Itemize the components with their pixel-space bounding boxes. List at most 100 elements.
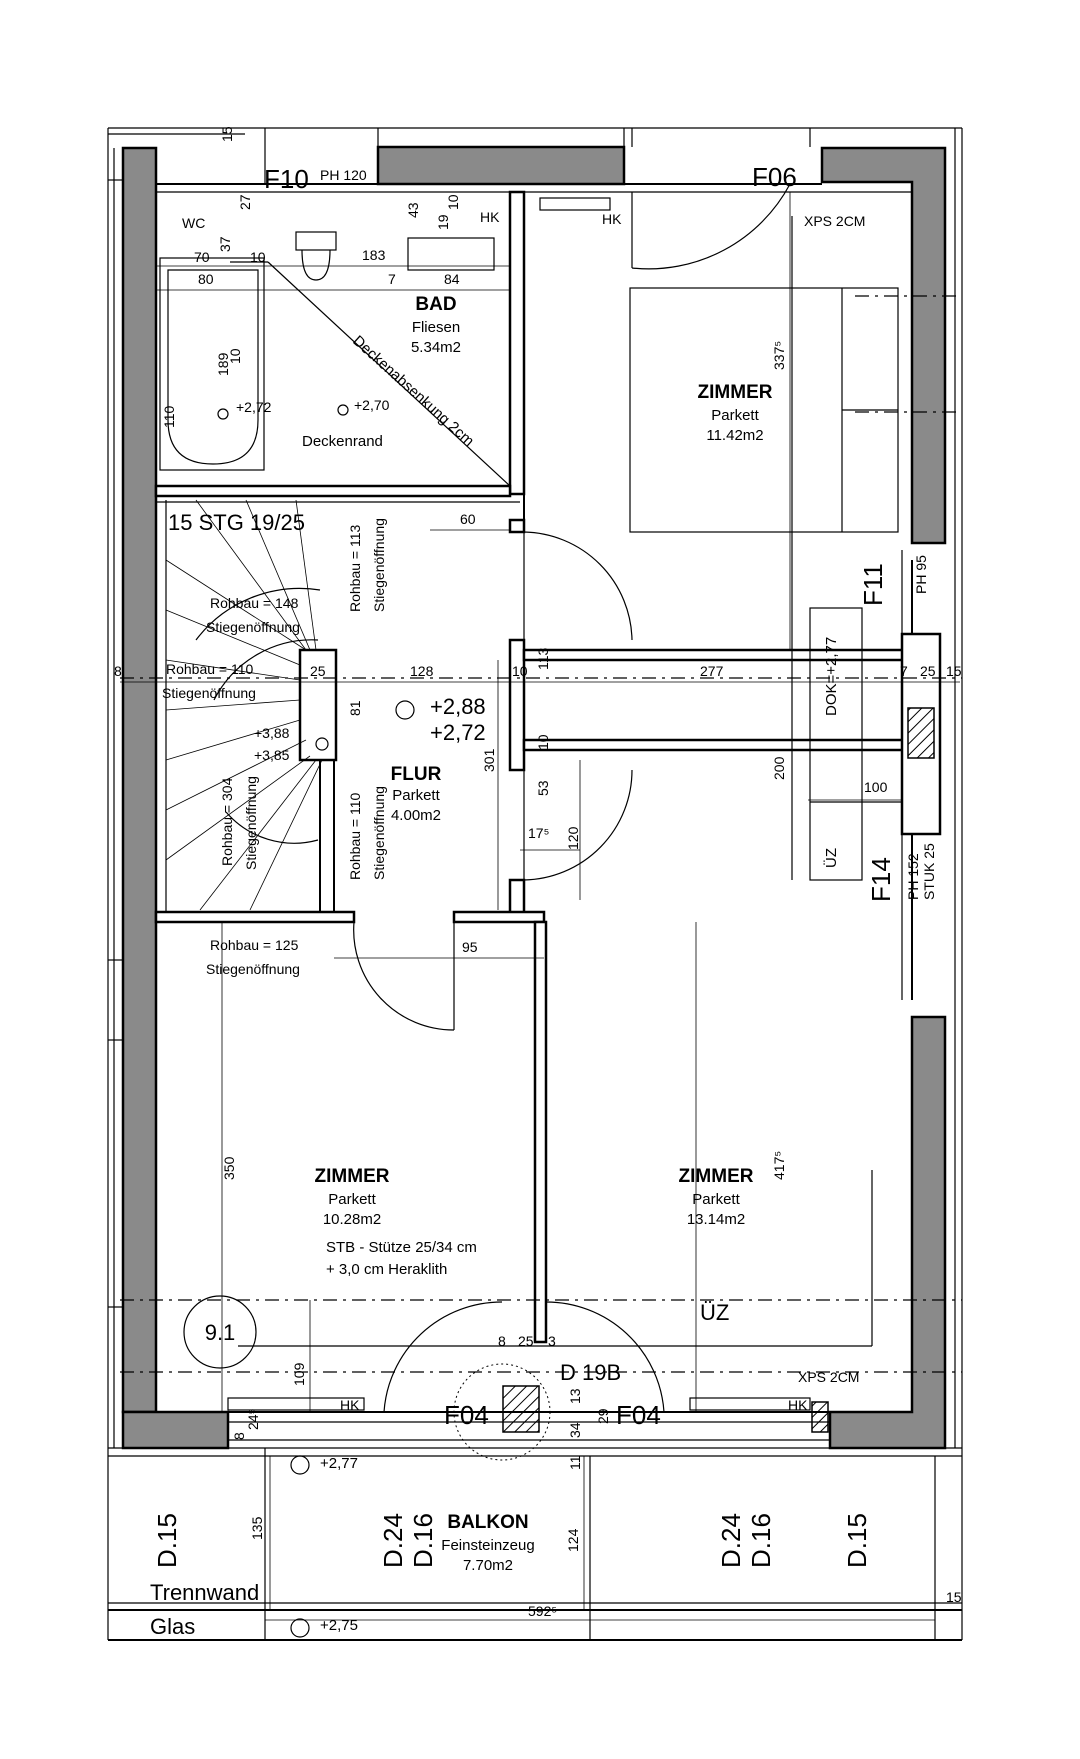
svg-text:PH 152: PH 152: [905, 853, 921, 900]
svg-text:ÜZ: ÜZ: [822, 848, 840, 868]
svg-text:7: 7: [900, 663, 908, 679]
svg-text:XPS 2CM: XPS 2CM: [804, 213, 865, 229]
svg-text:95: 95: [462, 939, 478, 955]
svg-text:337⁵: 337⁵: [771, 341, 787, 370]
svg-text:Feinsteinzeug: Feinsteinzeug: [441, 1537, 534, 1554]
svg-text:+ 3,0 cm Heraklith: + 3,0 cm Heraklith: [326, 1261, 447, 1278]
svg-text:HK: HK: [340, 1397, 360, 1413]
svg-text:Stiegenöffnung: Stiegenöffnung: [206, 961, 300, 977]
svg-text:D.24: D.24: [716, 1513, 746, 1568]
dimension-lines: [120, 192, 960, 1621]
svg-text:Stiegenöffnung: Stiegenöffnung: [371, 786, 387, 880]
svg-text:HK: HK: [602, 211, 622, 227]
svg-text:350: 350: [221, 1156, 237, 1180]
svg-text:D.15: D.15: [152, 1513, 182, 1568]
svg-text:301: 301: [481, 748, 497, 772]
svg-text:Rohbau = 110: Rohbau = 110: [166, 661, 254, 677]
top-right-corner-wall: [820, 146, 947, 545]
doors: [353, 183, 791, 1461]
svg-text:53: 53: [535, 780, 551, 796]
svg-text:Deckenrand: Deckenrand: [302, 433, 383, 450]
interior-walls: [154, 183, 942, 1441]
label-f06: F06: [752, 162, 797, 192]
svg-text:XPS 2CM: XPS 2CM: [798, 1369, 859, 1385]
svg-text:Rohbau = 304: Rohbau = 304: [219, 777, 235, 866]
svg-text:+2,72: +2,72: [236, 399, 272, 415]
svg-text:100: 100: [864, 779, 888, 795]
svg-text:D 19B: D 19B: [560, 1360, 621, 1385]
svg-text:Parkett: Parkett: [692, 1191, 740, 1208]
svg-text:11.42m2: 11.42m2: [706, 427, 763, 444]
svg-text:BALKON: BALKON: [447, 1512, 528, 1533]
room-bad: BAD Fliesen 5.34m2: [411, 294, 461, 356]
svg-text:Parkett: Parkett: [392, 787, 440, 804]
svg-text:Stiegenöffnung: Stiegenöffnung: [162, 685, 256, 701]
svg-text:15 STG 19/25: 15 STG 19/25: [168, 510, 305, 535]
svg-text:+3,88: +3,88: [254, 725, 290, 741]
svg-text:10: 10: [512, 663, 528, 679]
svg-text:60: 60: [460, 511, 476, 527]
svg-text:10: 10: [535, 734, 551, 750]
svg-text:D.24: D.24: [378, 1513, 408, 1568]
svg-text:24⁵: 24⁵: [245, 1409, 261, 1430]
svg-text:HK: HK: [480, 209, 500, 225]
svg-text:4.00m2: 4.00m2: [391, 807, 441, 824]
svg-text:FLUR: FLUR: [391, 764, 442, 785]
svg-text:43: 43: [405, 202, 421, 218]
svg-text:8: 8: [114, 663, 122, 679]
room-zimmer-3: ZIMMER Parkett 13.14m2: [679, 1166, 754, 1228]
dimension-labels: 15 27 37 70 10 183 43 19 10 7 84 80 189 …: [114, 126, 962, 1619]
svg-text:25: 25: [518, 1333, 534, 1349]
svg-text:+2,88: +2,88: [430, 694, 486, 719]
svg-text:10.28m2: 10.28m2: [323, 1211, 381, 1228]
svg-text:DOK=+2,77: DOK=+2,77: [823, 637, 840, 716]
svg-text:Parkett: Parkett: [328, 1191, 376, 1208]
svg-text:ÜZ: ÜZ: [700, 1300, 729, 1325]
svg-text:15: 15: [219, 126, 235, 142]
svg-text:592⁵: 592⁵: [528, 1603, 557, 1619]
svg-text:34: 34: [567, 1422, 583, 1438]
plan-labels: F10 PH 120 F06 XPS 2CM XPS 2CM HK HK HK …: [150, 162, 937, 1639]
svg-text:135: 135: [249, 1516, 265, 1540]
svg-text:Rohbau = 110: Rohbau = 110: [347, 792, 363, 880]
svg-text:+2,77: +2,77: [320, 1455, 358, 1472]
svg-text:15: 15: [946, 1589, 962, 1605]
column-stuetze: [502, 1385, 540, 1433]
svg-text:BAD: BAD: [415, 294, 456, 315]
room-zimmer-2: ZIMMER Parkett 10.28m2: [315, 1166, 390, 1228]
svg-text:+2,70: +2,70: [354, 397, 390, 413]
svg-text:Rohbau = 125: Rohbau = 125: [210, 937, 299, 953]
svg-text:13.14m2: 13.14m2: [687, 1211, 745, 1228]
svg-text:Parkett: Parkett: [711, 407, 759, 424]
svg-text:11: 11: [567, 1455, 583, 1470]
svg-text:Rohbau = 148: Rohbau = 148: [210, 595, 299, 611]
svg-text:8: 8: [498, 1333, 506, 1349]
svg-text:+2,75: +2,75: [320, 1617, 358, 1634]
svg-text:ZIMMER: ZIMMER: [698, 382, 773, 403]
svg-text:15: 15: [946, 663, 962, 679]
svg-text:F11: F11: [858, 563, 888, 606]
svg-text:25: 25: [310, 663, 326, 679]
bottom-left-wall: [121, 1410, 230, 1450]
svg-text:STUK 25: STUK 25: [921, 843, 937, 900]
left-wall: [121, 146, 158, 1414]
svg-text:19: 19: [435, 214, 451, 230]
room-balkon: BALKON Feinsteinzeug 7.70m2: [441, 1512, 534, 1574]
svg-text:D.15: D.15: [842, 1513, 872, 1568]
svg-text:5.34m2: 5.34m2: [411, 339, 461, 356]
svg-text:417⁵: 417⁵: [771, 1151, 787, 1180]
svg-text:Stiegenöffnung: Stiegenöffnung: [371, 518, 387, 612]
svg-text:Trennwand: Trennwand: [150, 1580, 259, 1605]
svg-text:81: 81: [347, 700, 363, 716]
svg-text:277: 277: [700, 663, 724, 679]
svg-text:+2,72: +2,72: [430, 720, 486, 745]
svg-text:13: 13: [567, 1388, 583, 1404]
svg-text:80: 80: [198, 271, 214, 287]
svg-text:10: 10: [250, 249, 266, 265]
svg-text:128: 128: [410, 663, 434, 679]
svg-text:120: 120: [565, 826, 581, 850]
svg-text:183: 183: [362, 247, 386, 263]
svg-text:7: 7: [388, 271, 396, 287]
svg-text:PH 95: PH 95: [913, 555, 929, 594]
